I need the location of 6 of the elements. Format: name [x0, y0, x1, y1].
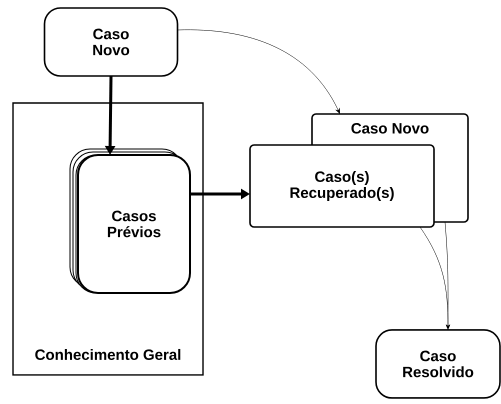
case-card: Caso(s) Recuperado(s) [249, 144, 435, 228]
arrow [444, 222, 450, 330]
terminal-box: Caso Novo [44, 7, 178, 77]
arrow [177, 30, 340, 114]
terminal-box: Caso Resolvido [375, 329, 501, 399]
stacked-cases-box: Casos Prévios [70, 148, 191, 294]
